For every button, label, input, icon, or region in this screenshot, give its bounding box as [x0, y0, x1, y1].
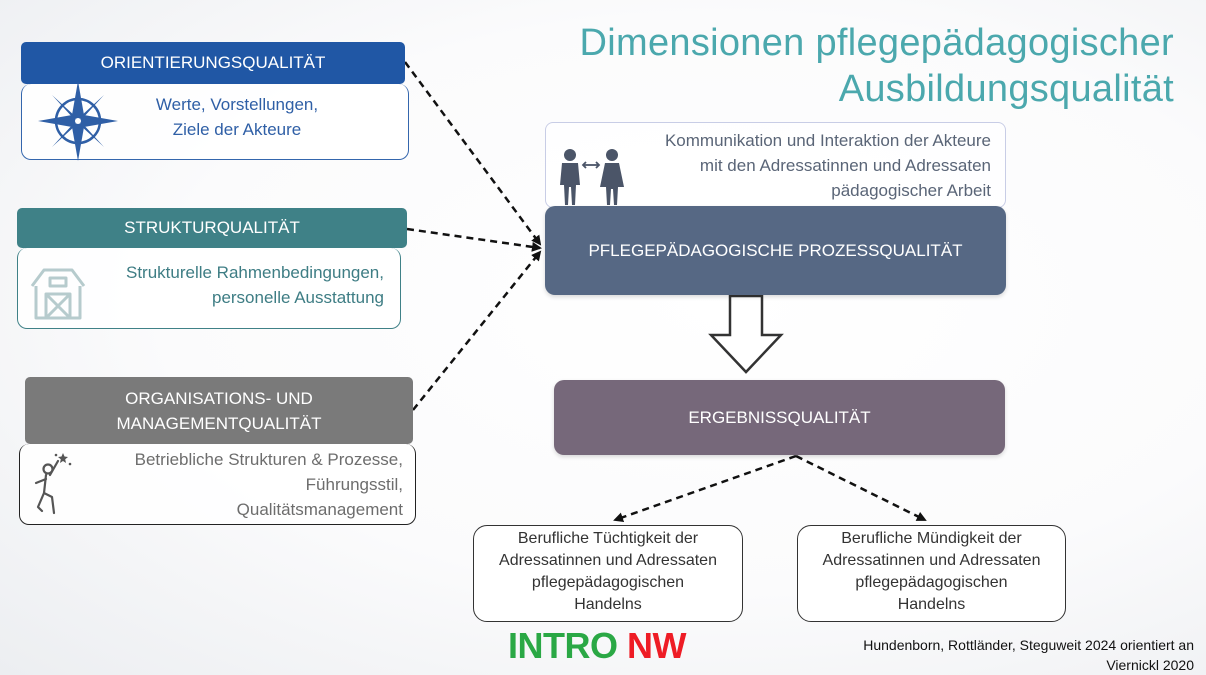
result-2-line-2: Adressatinnen und Adressaten [822, 552, 1041, 569]
connector-organisation-to-prozess [412, 250, 542, 411]
organisation-desc-line-1: Betriebliche Strukturen & Prozesse, [134, 450, 403, 469]
struktur-description: Strukturelle Rahmenbedingungen, personel… [17, 248, 401, 329]
intro-nw-logo: INTRO NW [508, 624, 686, 668]
title-line-1: Dimensionen pflegepädagogischer [579, 22, 1174, 64]
barn-icon [30, 268, 86, 320]
result-1-line-4: Handelns [574, 596, 642, 613]
logo-nw-text: NW [627, 625, 686, 666]
down-arrow-icon [708, 294, 784, 374]
kommunikation-box: Kommunikation und Interaktion der Akteur… [545, 122, 1006, 208]
organisation-description: Betriebliche Strukturen & Prozesse, Führ… [19, 444, 416, 525]
page-title: Dimensionen pflegepädagogischer Ausbildu… [534, 20, 1174, 112]
two-people-interaction-icon [560, 149, 624, 205]
organisation-desc-line-2: Führungsstil, [305, 475, 403, 494]
organisation-header-line-2: MANAGEMENTQUALITÄT [116, 413, 322, 433]
result-muendigkeit-box: Berufliche Mündigkeit der Adressatinnen … [797, 525, 1066, 622]
citation: Hundenborn, Rottländer, Steguweit 2024 o… [774, 635, 1194, 675]
prozessqualitaet-box: PFLEGEPÄDAGOGISCHE PROZESSQUALITÄT [545, 206, 1006, 295]
result-1-line-2: Adressatinnen und Adressaten [499, 552, 717, 569]
result-2-line-4: Handelns [897, 596, 966, 613]
ergebnisqualitaet-box: ERGEBNISSQUALITÄT [554, 380, 1005, 455]
orientierung-desc-line-1: Werte, Vorstellungen, [155, 95, 319, 114]
orientierung-desc-line-2: Ziele der Akteure [172, 120, 302, 139]
title-line-2: Ausbildungsqualität [838, 68, 1174, 110]
prozessqualitaet-label: PFLEGEPÄDAGOGISCHE PROZESSQUALITÄT [588, 240, 963, 260]
connector-orientierung-to-prozess [403, 61, 542, 246]
kommunikation-desc-line-1: Kommunikation und Interaktion der Akteur… [664, 131, 991, 150]
orientierung-description: Werte, Vorstellungen, Ziele der Akteure [21, 81, 409, 161]
result-2-line-1: Berufliche Mündigkeit der [841, 530, 1022, 547]
reaching-star-person-icon [34, 453, 72, 515]
orientierung-header: ORIENTIERUNGSQUALITÄT [21, 42, 405, 84]
connector-ergebnis-to-result-2 [795, 454, 927, 522]
citation-line-1: Hundenborn, Rottländer, Steguweit 2024 o… [863, 637, 1194, 653]
result-1-line-3: pflegepädagogischen [531, 574, 685, 591]
organisation-desc-line-3: Qualitätsmanagement [236, 500, 403, 519]
connector-ergebnis-to-result-1 [613, 454, 797, 523]
compass-icon [38, 81, 118, 161]
result-1-line-1: Berufliche Tüchtigkeit der [517, 530, 699, 547]
logo-intro-text: INTRO [508, 625, 618, 666]
struktur-desc-line-1: Strukturelle Rahmenbedingungen, [125, 263, 384, 282]
connector-struktur-to-prozess [406, 227, 542, 252]
ergebnisqualitaet-label: ERGEBNISSQUALITÄT [688, 407, 871, 427]
citation-line-2: Viernickl 2020 [1106, 657, 1194, 673]
struktur-header: STRUKTURQUALITÄT [17, 208, 407, 248]
struktur-desc-line-2: personelle Ausstattung [211, 288, 384, 307]
kommunikation-desc-line-3: pädagogischer Arbeit [831, 181, 991, 200]
organisation-header-line-1: ORGANISATIONS- UND [125, 388, 313, 408]
result-2-line-3: pflegepädagogischen [855, 574, 1008, 591]
organisation-header: ORGANISATIONS- UND MANAGEMENTQUALITÄT [25, 377, 413, 444]
result-tuechtigkeit-box: Berufliche Tüchtigkeit der Adressatinnen… [473, 525, 743, 622]
kommunikation-desc-line-2: mit den Adressatinnen und Adressaten [699, 156, 991, 175]
